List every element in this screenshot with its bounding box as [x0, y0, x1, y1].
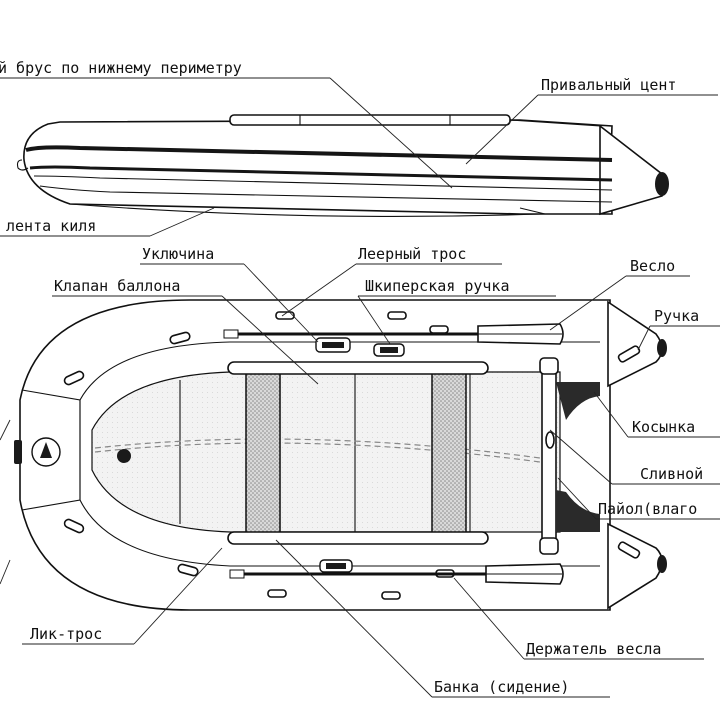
oar-top [223, 323, 564, 345]
label-keel-tape: лента киля [6, 217, 96, 235]
label-skipper-handle: Шкиперская ручка [365, 277, 510, 295]
stern-cone-bottom [607, 522, 663, 610]
side-stripe-top [25, 145, 613, 162]
lifeline-loops [63, 311, 455, 600]
label-drain: Сливной [640, 465, 703, 483]
side-keel [69, 203, 541, 218]
labels: й брус по нижнему периметру Привальный ц… [0, 59, 703, 696]
oar-bottom [229, 563, 564, 585]
gusset-top [556, 382, 600, 420]
transom [541, 359, 557, 551]
label-bench: Банка (сидение) [434, 678, 569, 696]
label-fender-center: Привальный цент [541, 76, 676, 94]
label-lifeline: Леерный трос [358, 245, 466, 263]
side-cone [599, 124, 667, 216]
label-handle: Ручка [654, 307, 699, 325]
label-bolt-rope: Лик-трос [30, 625, 102, 643]
bench-1 [245, 367, 281, 541]
label-floor: Пайол(влаго [598, 500, 697, 518]
side-cone-cap [655, 172, 669, 196]
bench-2 [431, 367, 467, 541]
side-view [16, 114, 669, 218]
label-oarlock: Уключина [142, 245, 214, 263]
gusset-bottom [556, 490, 600, 532]
label-gusset: Косынка [632, 418, 695, 436]
label-perimeter-rub: й брус по нижнему периметру [0, 59, 242, 77]
drain-icon [545, 431, 555, 449]
side-deck-tube [229, 114, 511, 126]
leader-lines [0, 77, 720, 698]
label-oar-holder: Держатель весла [526, 640, 661, 658]
label-oar: Весло [630, 257, 675, 275]
top-view [14, 299, 667, 611]
oar-holder [539, 357, 559, 375]
label-cylinder-valve: Клапан баллона [54, 277, 180, 295]
top-bow-square [21, 389, 81, 511]
valve-icon [117, 449, 131, 463]
side-stripe-mid [29, 165, 613, 182]
